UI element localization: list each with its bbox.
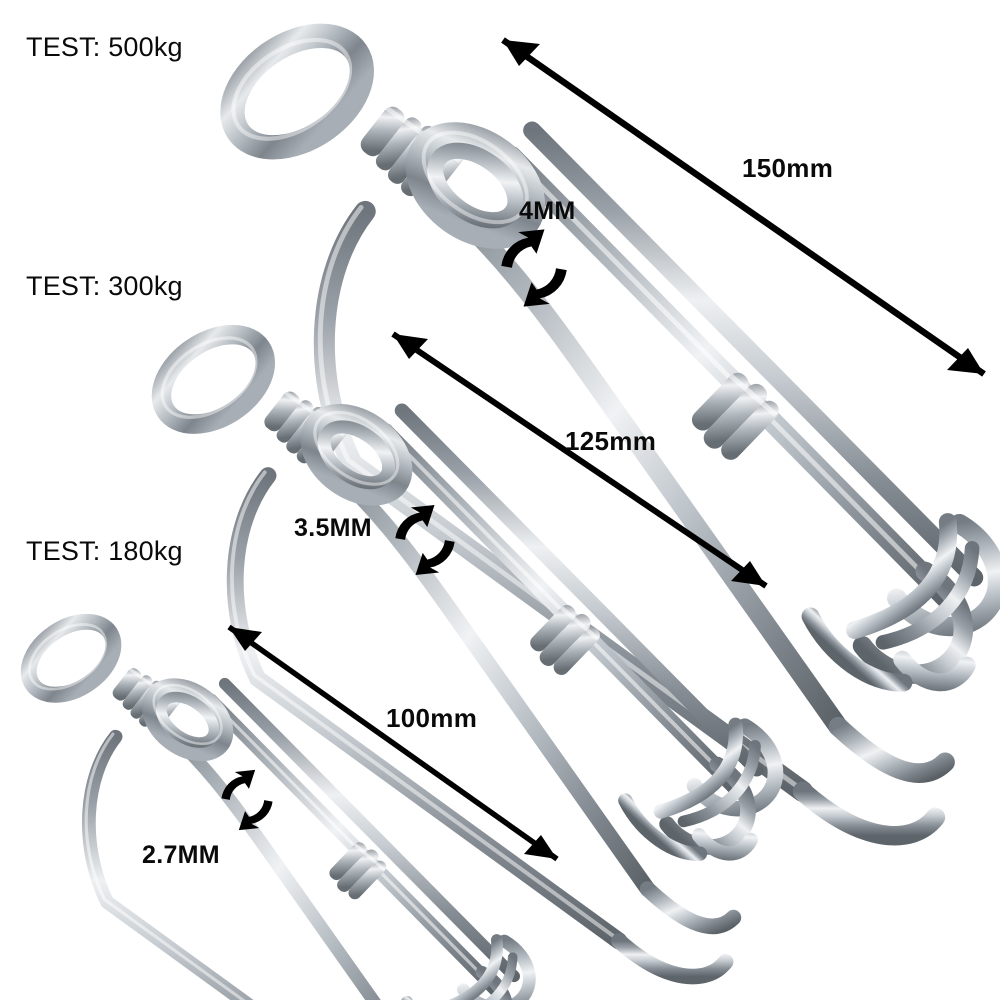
wire-gauge-label-4mm: 4MM: [519, 197, 576, 225]
length-label-125mm: 125mm: [565, 426, 657, 456]
test-load-label-500kg: TEST: 500kg: [26, 32, 183, 62]
wire-gauge-label-3-5mm: 3.5MM: [294, 514, 372, 542]
dimension-line-100mm: [227, 624, 559, 862]
length-label-100mm: 100mm: [386, 703, 478, 733]
test-load-label-300kg: TEST: 300kg: [26, 271, 183, 301]
test-load-label-180kg: TEST: 180kg: [26, 536, 183, 566]
length-label-150mm: 150mm: [742, 153, 834, 183]
wire-gauge-label-2-7mm: 2.7MM: [142, 841, 220, 869]
dimension-line-125mm: [391, 331, 768, 589]
dimension-line-150mm: [501, 37, 986, 377]
